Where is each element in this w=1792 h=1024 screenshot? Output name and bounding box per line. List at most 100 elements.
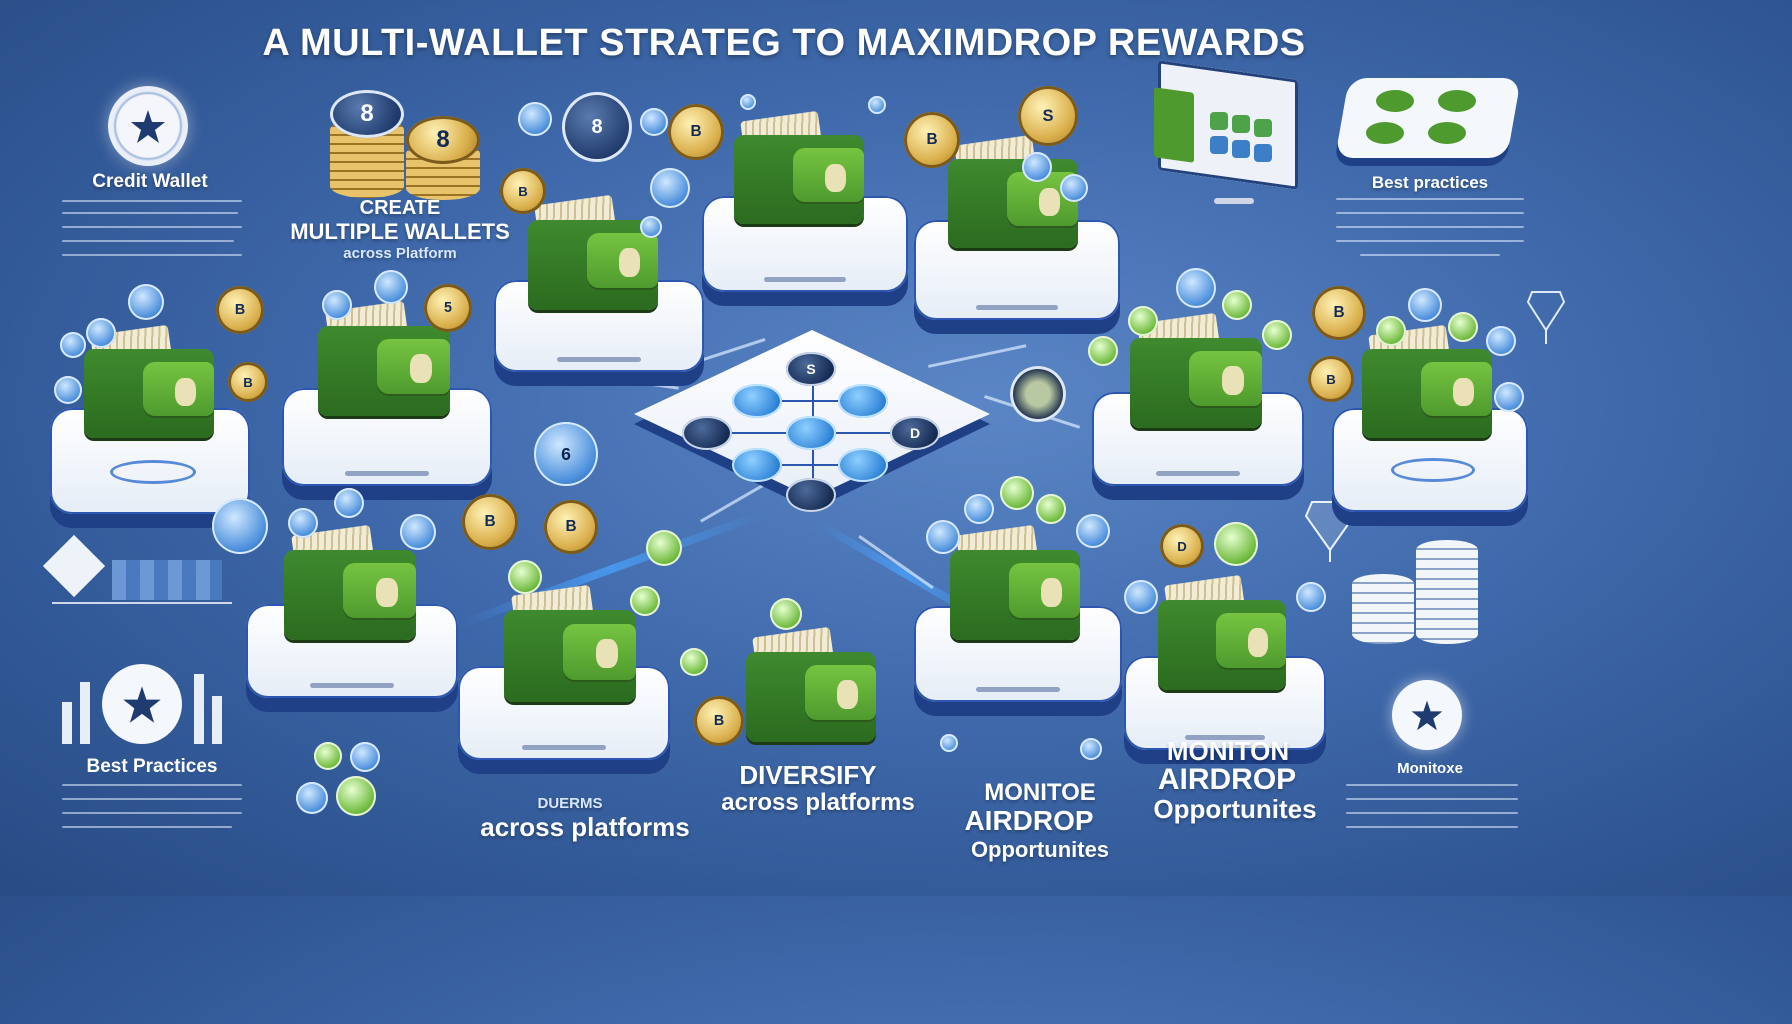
hub-coin[interactable] <box>682 416 732 450</box>
wallet-icon <box>504 584 636 702</box>
fine-text-line <box>1336 212 1524 214</box>
hub-coin[interactable] <box>838 448 888 482</box>
fine-text-line <box>1336 226 1524 228</box>
hub-coin[interactable] <box>732 448 782 482</box>
star-badge-icon <box>1392 680 1462 750</box>
across-platform-label: across Platform <box>343 245 457 262</box>
coin-b: B <box>500 168 546 214</box>
coin-icon <box>296 782 328 814</box>
coin-icon <box>680 648 708 676</box>
across-platforms-bottom: across platforms <box>480 812 690 842</box>
wallet-icon <box>746 626 876 742</box>
fine-text-line <box>1336 198 1524 200</box>
coin-icon <box>128 284 164 320</box>
wallet-icon <box>734 110 864 224</box>
best-practices-top-heading: Best practices <box>1371 173 1489 192</box>
coin-icon <box>1010 366 1066 422</box>
coin-b: B <box>668 104 724 160</box>
coin-icon <box>964 494 994 524</box>
coin-icon <box>508 560 542 594</box>
mini-dashboard-icon <box>42 534 232 610</box>
coin-icon <box>640 216 662 238</box>
coin-icon <box>400 514 436 550</box>
wallet-icon <box>948 134 1078 248</box>
coin-b: 8 <box>406 116 480 164</box>
coin-icon <box>322 290 352 320</box>
hub-coin[interactable] <box>786 416 836 450</box>
coin-s: S <box>1018 86 1078 146</box>
fine-text-line <box>62 212 238 214</box>
hub-coin-s[interactable]: S <box>786 352 836 386</box>
coin-icon: 8 <box>562 92 632 162</box>
opportunities-big-label: Opportunites <box>1153 794 1317 824</box>
fine-text-line <box>62 240 234 242</box>
coin-icon <box>1128 306 1158 336</box>
wallet-platform[interactable] <box>914 606 1122 716</box>
coin-icon <box>1088 336 1118 366</box>
page-title: A MULTI-WALLET STRATEG TO MAXIMDROP REWA… <box>262 22 1306 64</box>
coin-icon <box>1448 312 1478 342</box>
hub-coin-d[interactable]: D <box>890 416 940 450</box>
coin-b: B <box>904 112 960 168</box>
monitor-small-label: MONITOE <box>984 779 1096 806</box>
coin-icon <box>1124 580 1158 614</box>
diamond-icon <box>1526 284 1566 344</box>
monitor-icon <box>1150 60 1300 204</box>
wallet-icon <box>84 324 214 438</box>
best-practices-bottom-heading: Best Practices <box>86 756 218 777</box>
coin-icon <box>1494 382 1524 412</box>
coin-6: 6 <box>534 422 598 486</box>
coin-icon <box>1022 152 1052 182</box>
coin-icon <box>1214 522 1258 566</box>
coin-icon <box>1486 326 1516 356</box>
create-label: CREATE <box>359 197 441 219</box>
fine-text-line <box>62 784 242 786</box>
coin-icon <box>1408 288 1442 322</box>
coin-icon <box>212 498 268 554</box>
coin-b: B <box>544 500 598 554</box>
coin-icon <box>1060 174 1088 202</box>
opportunities-small-label: Opportunites <box>970 837 1110 862</box>
coin-icon <box>740 94 756 110</box>
coin-icon <box>518 102 552 136</box>
coin-icon <box>1262 320 1292 350</box>
coin-icon <box>288 508 318 538</box>
coin-8: 8 <box>330 90 404 138</box>
coin-icon <box>1076 514 1110 548</box>
coin-stack <box>1416 540 1478 644</box>
coin-b: B <box>1308 356 1354 402</box>
coin-stack <box>1352 574 1414 644</box>
fine-text-line <box>1360 254 1500 256</box>
diversify-subtitle: across platforms <box>721 789 915 816</box>
coin-icon <box>640 108 668 136</box>
monitor-big-label: MONITON <box>1166 736 1290 766</box>
coin-icon <box>770 598 802 630</box>
fine-text-line <box>1346 812 1518 814</box>
fine-text-line <box>62 254 242 256</box>
wallet-icon <box>1130 312 1262 428</box>
wallet-icon <box>528 194 658 310</box>
duerms-label: DUERMS <box>537 795 603 812</box>
coin-icon <box>1036 494 1066 524</box>
fine-text-line <box>1346 798 1518 800</box>
hub-coin[interactable] <box>732 384 782 418</box>
coin-5: 5 <box>424 284 472 332</box>
star-badge-icon <box>108 86 188 166</box>
multiple-wallets-label: MULTIPLE WALLETS <box>290 219 510 244</box>
coin-icon <box>1222 290 1252 320</box>
coin-icon <box>1000 476 1034 510</box>
connector <box>858 535 934 590</box>
coin-icon <box>314 742 342 770</box>
hub-coin[interactable] <box>838 384 888 418</box>
coin-icon <box>54 376 82 404</box>
airdrop-small-label: AIRDROP <box>964 805 1094 836</box>
coin-b: B <box>462 494 518 550</box>
coin-icon <box>336 776 376 816</box>
coin-b: B <box>216 286 264 334</box>
credit-wallet-heading: Credit Wallet <box>92 171 208 192</box>
hub-coin[interactable] <box>786 478 836 512</box>
fine-text-line <box>1346 784 1518 786</box>
coin-icon <box>1296 582 1326 612</box>
coin-icon <box>940 734 958 752</box>
coin-icon <box>334 488 364 518</box>
